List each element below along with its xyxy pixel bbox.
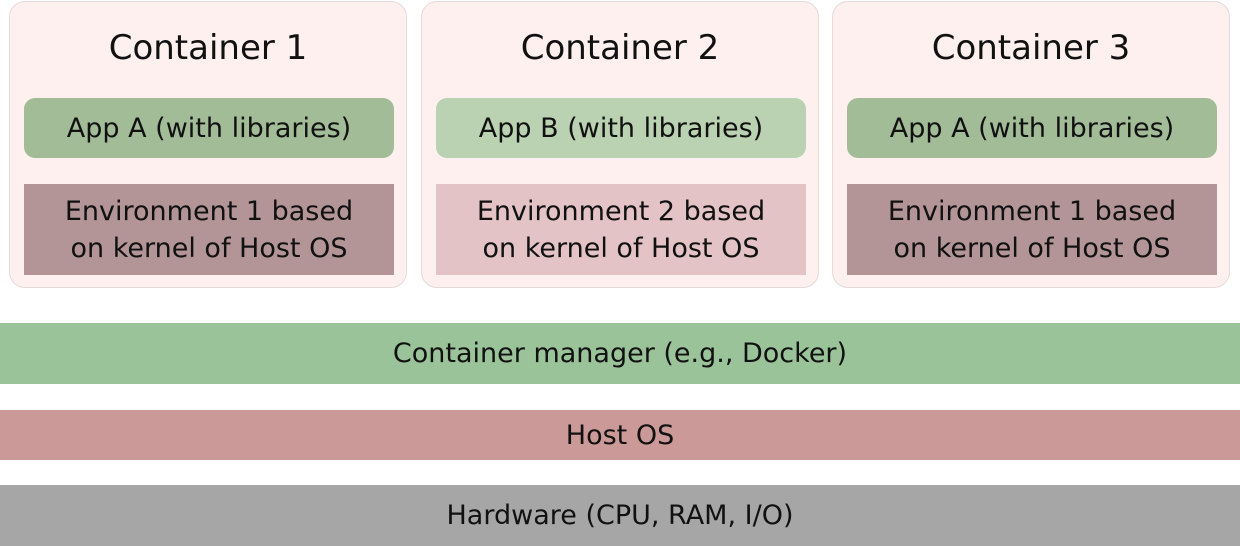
container-2-environment: Environment 2 based on kernel of Host OS (436, 184, 806, 275)
container-manager-layer: Container manager (e.g., Docker) (0, 323, 1240, 384)
container-2-app: App B (with libraries) (436, 98, 806, 158)
container-3-box: Container 3 App A (with libraries) Envir… (832, 1, 1230, 288)
container-2-title: Container 2 (520, 28, 720, 68)
hardware-layer: Hardware (CPU, RAM, I/O) (0, 485, 1240, 546)
container-1-app: App A (with libraries) (24, 98, 394, 158)
container-1-environment: Environment 1 based on kernel of Host OS (24, 184, 394, 275)
host-os-layer: Host OS (0, 410, 1240, 460)
container-3-env-line2: on kernel of Host OS (893, 232, 1171, 264)
container-3-environment: Environment 1 based on kernel of Host OS (847, 184, 1217, 275)
container-2-env-line2: on kernel of Host OS (482, 232, 760, 264)
container-2-env-line1: Environment 2 based (476, 195, 766, 227)
container-1-box: Container 1 App A (with libraries) Envir… (9, 1, 407, 288)
container-1-title: Container 1 (108, 28, 308, 68)
container-1-env-line2: on kernel of Host OS (70, 232, 348, 264)
container-1-env-line1: Environment 1 based (64, 195, 354, 227)
container-3-app: App A (with libraries) (847, 98, 1217, 158)
container-3-title: Container 3 (931, 28, 1131, 68)
container-2-box: Container 2 App B (with libraries) Envir… (421, 1, 819, 288)
container-3-env-line1: Environment 1 based (887, 195, 1177, 227)
